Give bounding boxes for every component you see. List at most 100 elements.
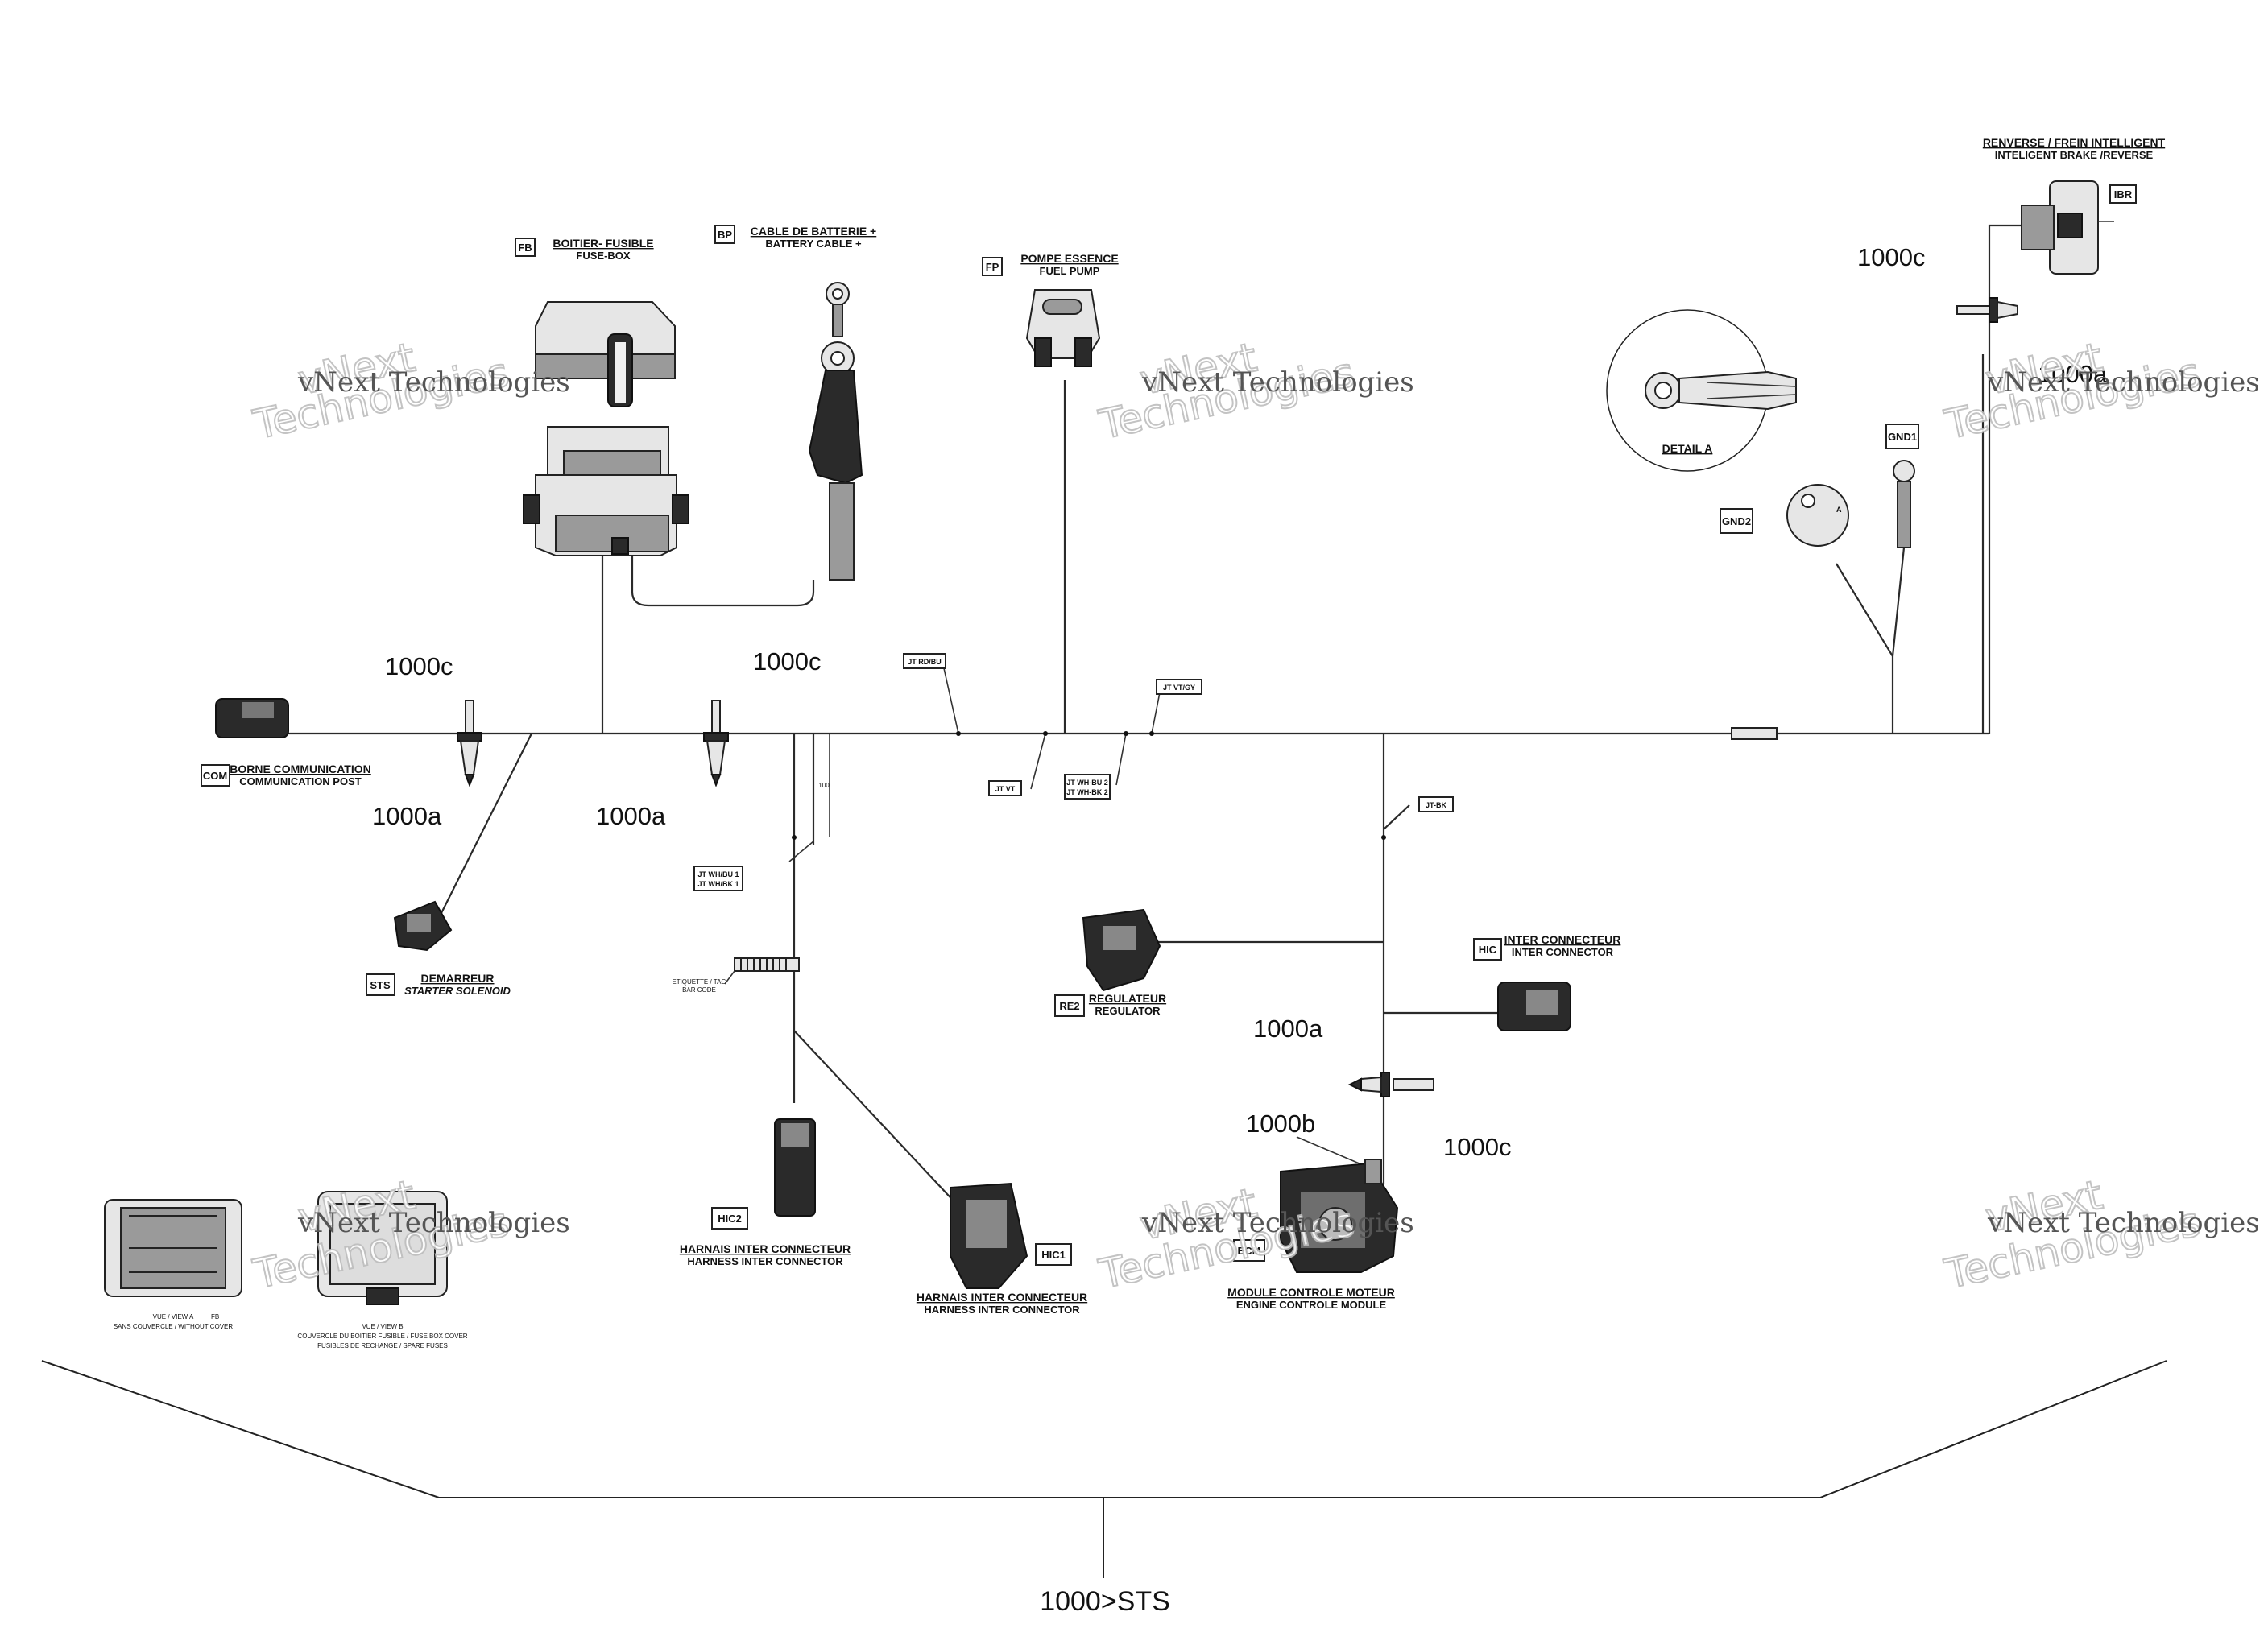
- barcode-tag: ETIQUETTE / TAG BAR CODE: [672, 957, 800, 994]
- hic2-label-en: HARNESS INTER CONNECTOR: [687, 1255, 843, 1267]
- view-a-code: FB: [211, 1313, 219, 1320]
- fp-code-box: [982, 257, 1003, 276]
- com-label-en: COMMUNICATION POST: [239, 775, 361, 787]
- clip-left: [457, 700, 482, 787]
- ibr-code-box: [2109, 184, 2137, 204]
- ecm-label-en: ENGINE CONTROLE MODULE: [1236, 1299, 1387, 1311]
- bp-label-fr: CABLE DE BATTERIE +: [751, 225, 876, 238]
- watermark-text-4: vNext Technologies: [297, 1207, 570, 1239]
- part-1000c-left: 1000c: [385, 652, 453, 680]
- part-numbers: 1000c 1000a 1000c 1000a 1000c 1000a 1000…: [372, 243, 2108, 1165]
- detail-label: DETAIL A: [1662, 442, 1713, 455]
- fb-code-box: [515, 238, 536, 257]
- watermark-text-5: vNext Technologies: [1141, 1207, 1414, 1239]
- splice-rdbu: JT RD/BU: [908, 658, 942, 666]
- hic2-code-box: [711, 1207, 748, 1230]
- splice-whbk2: JT WH-BK 2: [1066, 788, 1108, 796]
- clip-center: [703, 700, 729, 787]
- gnd1-code-box: [1885, 424, 1919, 449]
- ecm-code: ECM: [1238, 1245, 1261, 1257]
- part-1000c-right: 1000c: [1857, 243, 1925, 271]
- splice-vt: JT VT: [995, 785, 1016, 793]
- splice-whbu1: JT WH/BU 1: [697, 870, 739, 878]
- communication-post: COM BORNE COMMUNICATION COMMUNICATION PO…: [201, 698, 371, 787]
- ecm-code-box: [1233, 1239, 1265, 1262]
- part-1000c-ecm: 1000c: [1443, 1133, 1511, 1161]
- com-code: COM: [203, 770, 227, 782]
- fp-code: FP: [986, 261, 999, 273]
- bp-code: BP: [718, 229, 732, 241]
- hic-code: HIC: [1479, 944, 1497, 956]
- sts-code: STS: [370, 979, 391, 991]
- harness-wires: [282, 224, 2047, 1233]
- hic1-code: HIC1: [1041, 1249, 1066, 1261]
- fp-label-fr: POMPE ESSENCE: [1020, 252, 1118, 265]
- ibr-code: IBR: [2114, 188, 2133, 200]
- sts-label-fr: DEMARREUR: [421, 972, 495, 985]
- inter-connector: HIC INTER CONNECTEUR INTER CONNECTOR: [1473, 933, 1621, 1031]
- fb-label-fr: BOITIER- FUSIBLE: [553, 237, 653, 250]
- harness-inter-connector-2: HIC2 HARNAIS INTER CONNECTEUR HARNESS IN…: [680, 1118, 850, 1267]
- ibr-label-fr: RENVERSE / FREIN INTELLIGENT: [1983, 136, 2166, 149]
- splice-whbk1: JT WH/BK 1: [697, 880, 739, 888]
- hic1-label-en: HARNESS INTER CONNECTOR: [924, 1304, 1080, 1316]
- fb-label-en: FUSE-BOX: [576, 250, 631, 262]
- splice-vtgy: JT VT/GY: [1163, 684, 1195, 692]
- ground-gnd2: GND2 A: [1720, 484, 1849, 547]
- re2-code: RE2: [1059, 1000, 1079, 1012]
- sts-label-en: STARTER SOLENOID: [404, 985, 511, 997]
- view-a-title: VUE / VIEW A: [153, 1313, 194, 1320]
- gnd2-code-box: [1720, 508, 1753, 534]
- harness-inter-connector-1: HIC1 HARNAIS INTER CONNECTEUR HARNESS IN…: [917, 1182, 1087, 1316]
- tag-barcode-label: BAR CODE: [682, 986, 716, 994]
- clip-right: [1956, 297, 2018, 323]
- sts-code-box: [366, 973, 395, 996]
- bp-label-en: BATTERY CABLE +: [765, 238, 862, 250]
- part-1000a-center: 1000a: [596, 802, 666, 830]
- view-b-caption: COUVERCLE DU BOITIER FUSIBLE / FUSE BOX …: [297, 1333, 467, 1340]
- dimension-100: 100: [818, 782, 830, 789]
- fuel-pump: FP POMPE ESSENCE FUEL PUMP: [982, 252, 1119, 367]
- gnd1-code: GND1: [1888, 431, 1917, 443]
- ecm-label-fr: MODULE CONTROLE MOTEUR: [1227, 1286, 1395, 1299]
- detail-marker-a: A: [1836, 506, 1842, 514]
- splice-labels: JT RD/BU JT VT JT VT/GY JT WH-BU 2 JT WH…: [693, 653, 1454, 891]
- hic1-label-fr: HARNAIS INTER CONNECTEUR: [917, 1291, 1087, 1304]
- watermark-text-3: vNext Technologies: [1987, 366, 2260, 399]
- view-b: VUE / VIEW B COUVERCLE DU BOITIER FUSIBL…: [297, 1191, 468, 1349]
- hic-label-fr: INTER CONNECTEUR: [1504, 933, 1621, 946]
- view-b-spares: FUSIBLES DE RECHANGE / SPARE FUSES: [317, 1342, 448, 1349]
- fb-code: FB: [518, 242, 532, 254]
- hic-code-box: [1473, 938, 1502, 961]
- bp-code-box: [714, 225, 735, 244]
- splice-bk: JT-BK: [1426, 801, 1447, 809]
- splice-whbu2: JT WH-BU 2: [1066, 779, 1108, 787]
- engine-control-module: ECM MODULE CONTROLE MOTEUR ENGINE CONTRO…: [1227, 1159, 1399, 1311]
- hic2-label-fr: HARNAIS INTER CONNECTEUR: [680, 1242, 850, 1255]
- part-1000a-ecm: 1000a: [1253, 1015, 1323, 1043]
- hic2-code: HIC2: [718, 1213, 742, 1225]
- fuse-box: FB BOITIER- FUSIBLE FUSE-BOX: [515, 237, 689, 556]
- watermark-text-6: vNext Technologies: [1987, 1207, 2260, 1239]
- re2-label-fr: REGULATEUR: [1089, 992, 1166, 1005]
- gnd2-code: GND2: [1722, 515, 1751, 527]
- tag-label: ETIQUETTE / TAG: [672, 978, 726, 986]
- part-1000a-left: 1000a: [372, 802, 442, 830]
- view-a-caption: SANS COUVERCLE / WITHOUT COVER: [114, 1323, 234, 1330]
- clip-ecm: [1347, 1072, 1434, 1097]
- part-1000c-center: 1000c: [753, 647, 821, 676]
- intelligent-brake-connector: RENVERSE / FREIN INTELLIGENT INTELIGENT …: [1983, 136, 2166, 275]
- watermark-text-2: vNext Technologies: [1141, 366, 1414, 399]
- regulator: RE2 REGULATEUR REGULATOR: [1054, 908, 1166, 1017]
- assembly-title: 1000>STS: [1040, 1586, 1170, 1617]
- part-1000b: 1000b: [1246, 1110, 1315, 1138]
- starter-solenoid: STS DEMARREUR STARTER SOLENOID: [366, 900, 511, 997]
- ibr-label-en: INTELIGENT BRAKE /REVERSE: [1995, 149, 2154, 161]
- detail-a: DETAIL A: [1606, 309, 1797, 472]
- com-code-box: [201, 764, 230, 787]
- ground-gnd1: GND1: [1885, 424, 1919, 548]
- part-1000a-right: 1000a: [2038, 360, 2108, 388]
- view-a: VUE / VIEW A FB SANS COUVERCLE / WITHOUT…: [104, 1199, 242, 1330]
- re2-code-box: [1054, 994, 1085, 1017]
